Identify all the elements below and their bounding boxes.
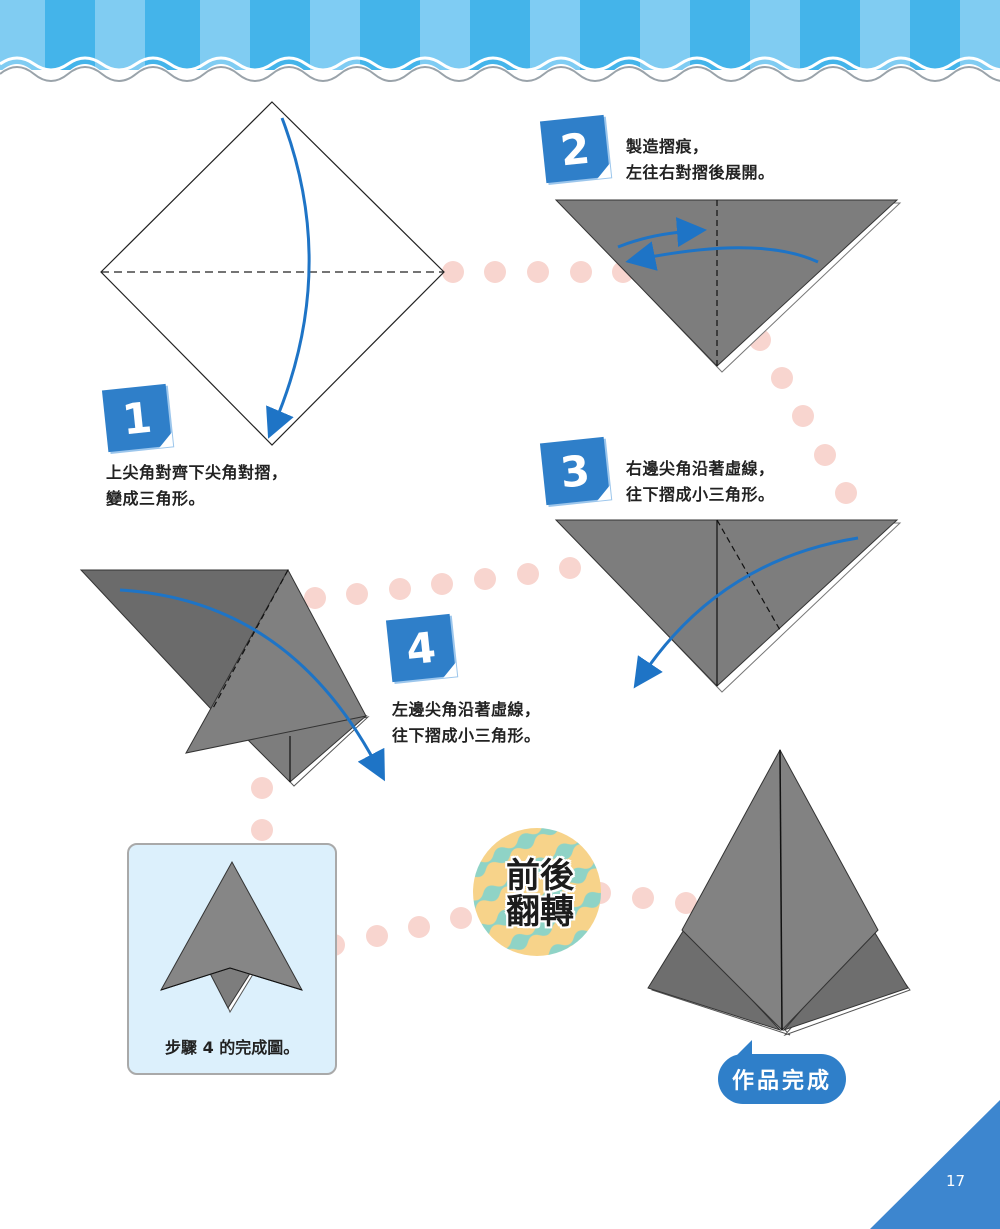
step3-diagram xyxy=(554,519,902,693)
step1-diagram xyxy=(100,101,445,446)
step-number-badge: 1 xyxy=(101,383,173,453)
step4-result-caption: 步驟 4 的完成圖。 xyxy=(165,1038,300,1057)
corner-triangle xyxy=(870,1100,1000,1229)
flip-badge-circle xyxy=(473,828,601,956)
step3-caption: 右邊尖角沿著虛線， 往下摺成小三角形。 xyxy=(626,459,775,504)
flip-badge-text: 前後 翻轉 xyxy=(506,856,574,932)
step2-diagram xyxy=(554,199,902,373)
step-number-badge: 4 xyxy=(385,613,457,683)
step2-caption: 製造摺痕， 左往右對摺後展開。 xyxy=(626,137,775,182)
step4-diagram xyxy=(79,568,385,787)
step4-caption: 左邊尖角沿著虛線， 往下摺成小三角形。 xyxy=(392,700,541,745)
dotted-path xyxy=(251,261,857,956)
page-number: 17 xyxy=(946,1172,966,1190)
finished-bubble: 作品完成 xyxy=(718,1040,846,1104)
finished-diagram xyxy=(647,748,911,1037)
step-number-badge: 3 xyxy=(539,436,611,506)
step1-caption: 上尖角對齊下尖角對摺， 變成三角形。 xyxy=(106,463,288,508)
step-number-badge: 2 xyxy=(539,114,611,184)
top-banner xyxy=(0,0,1000,90)
